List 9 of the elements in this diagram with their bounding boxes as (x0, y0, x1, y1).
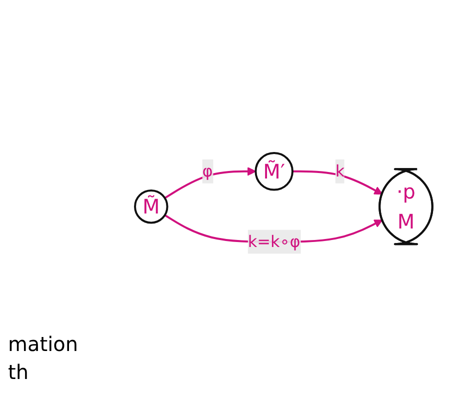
edge-label: φ (202, 161, 214, 180)
arrow (292, 170, 384, 194)
node-circle: M̃′ (255, 152, 294, 190)
edge-label: k (336, 161, 345, 180)
note-text: th (8, 360, 30, 384)
arrow (164, 166, 256, 198)
note-text: mation (8, 332, 80, 356)
edge-label: k=k∘φ (248, 231, 301, 250)
node-circle: M̃ (134, 189, 169, 224)
